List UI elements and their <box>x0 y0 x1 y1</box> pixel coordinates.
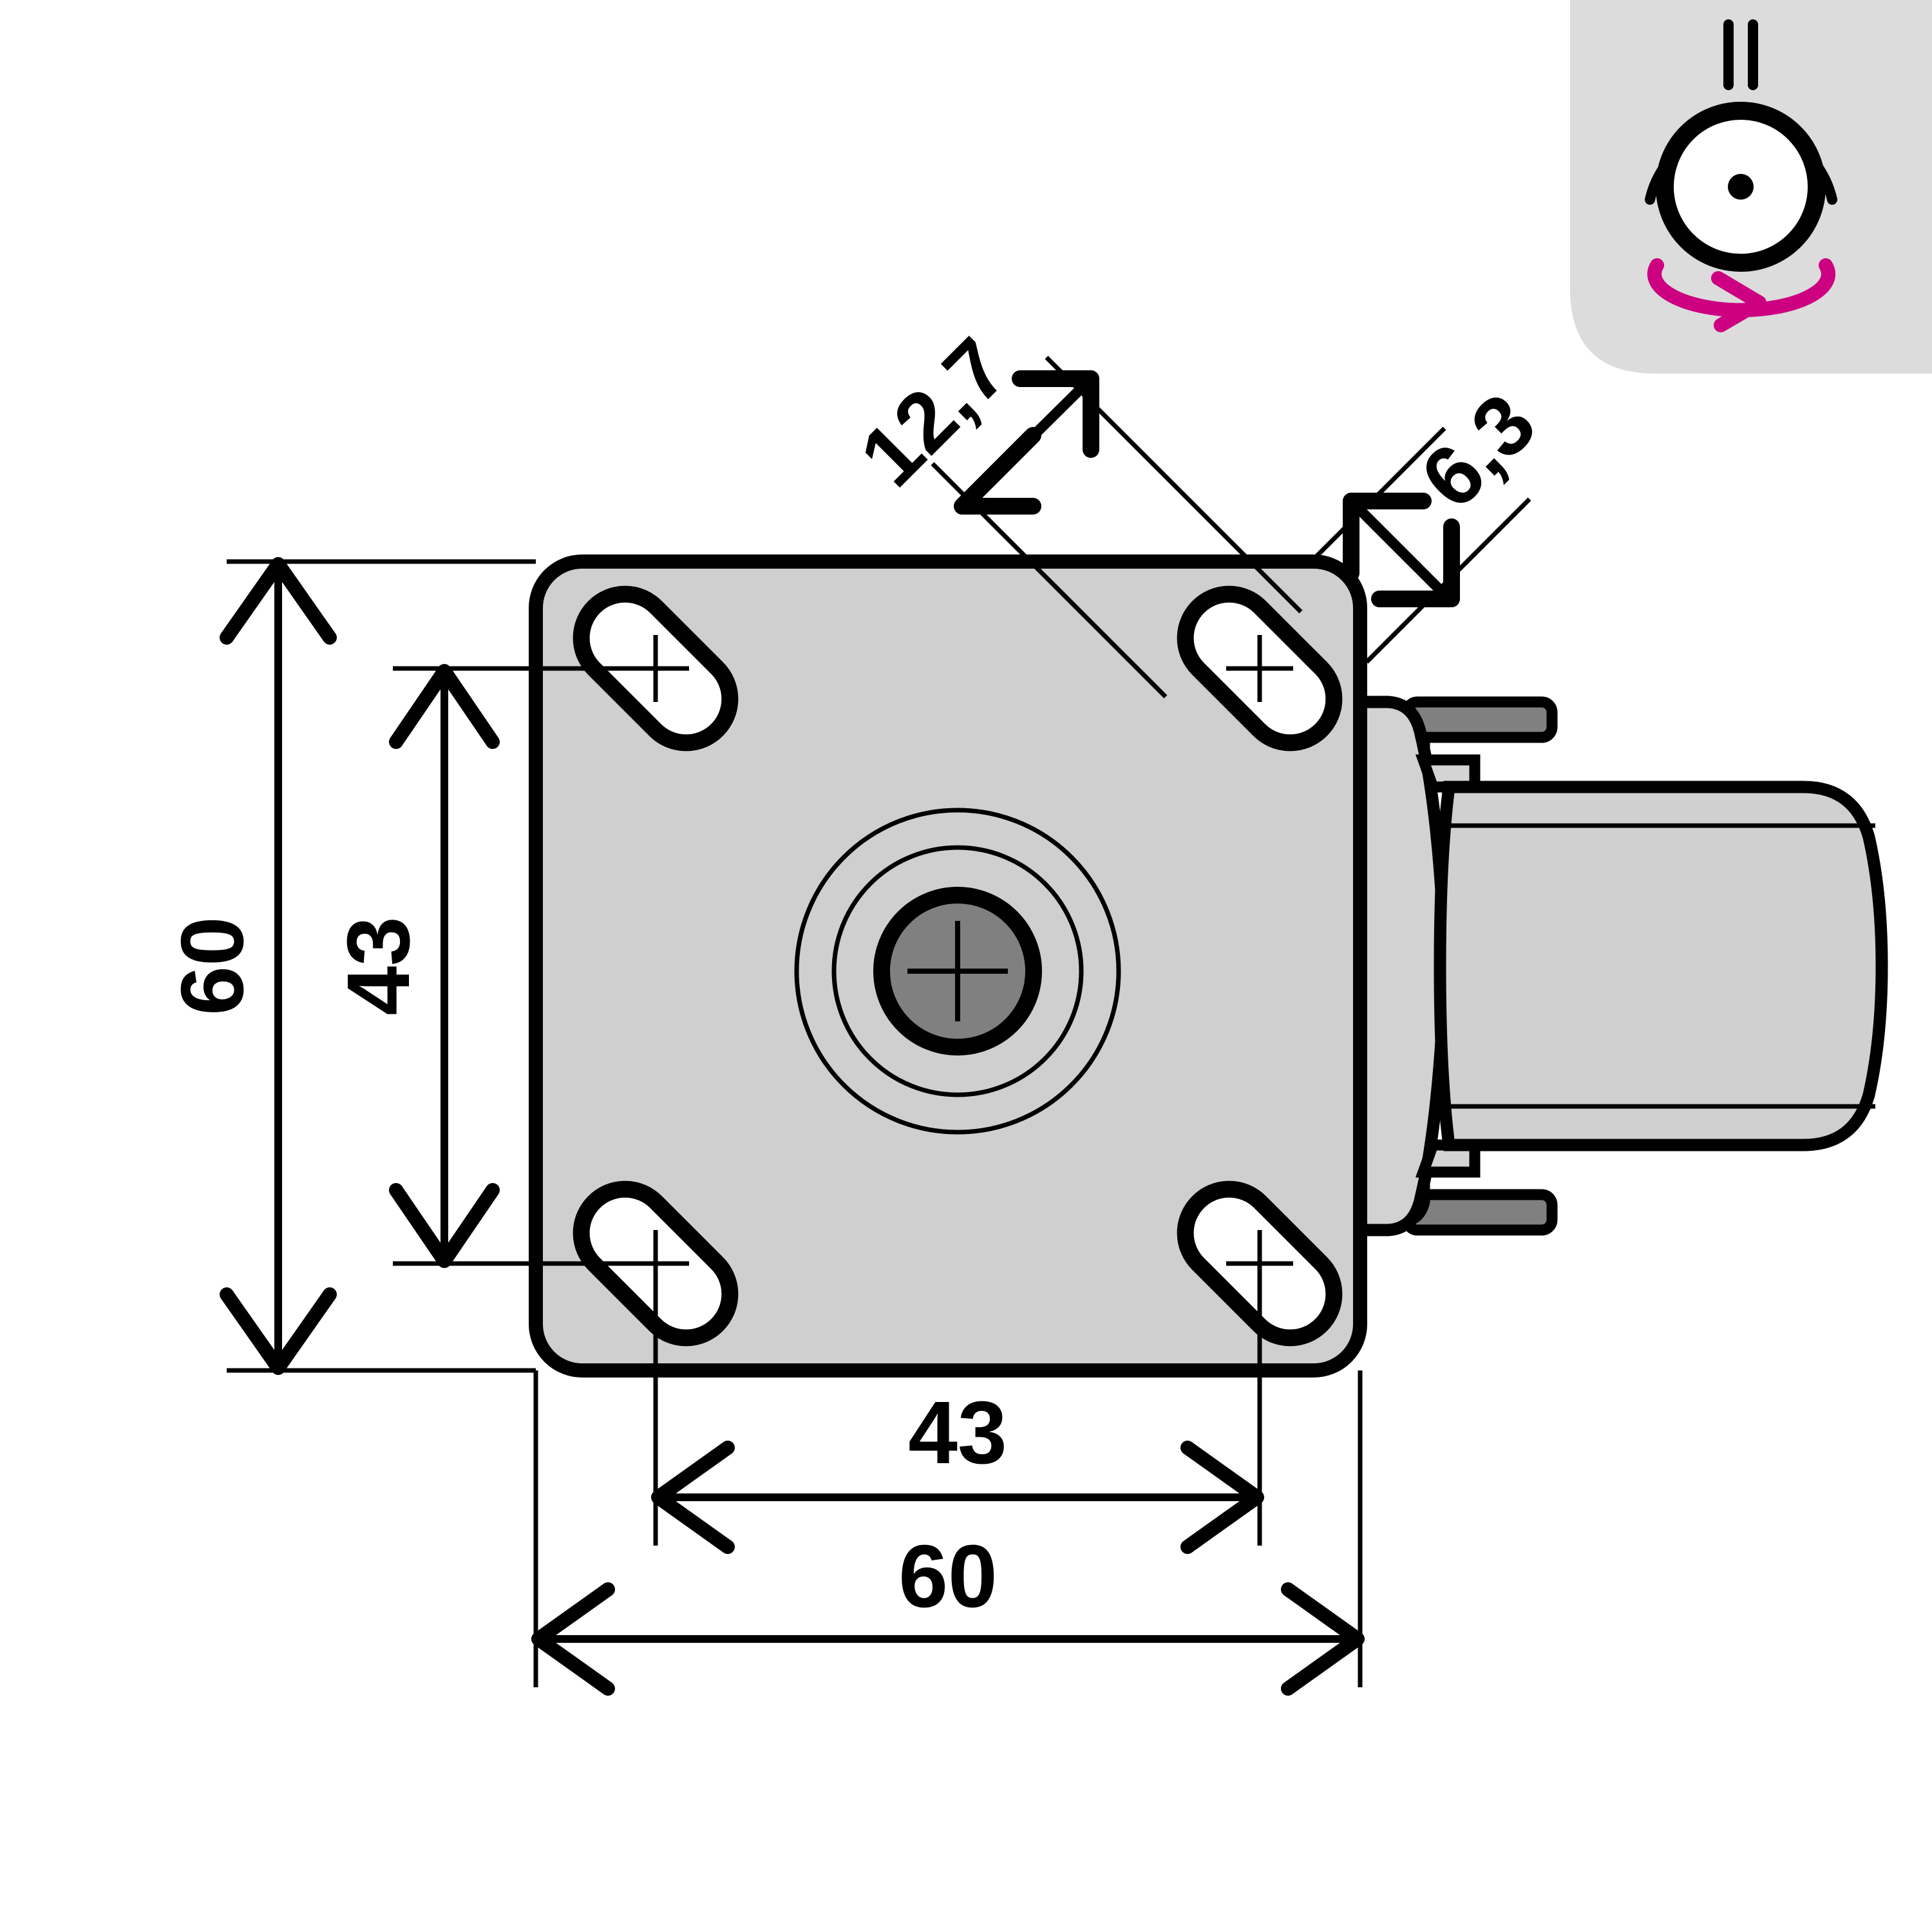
arrowhead-43h-left <box>651 1441 735 1554</box>
arrowhead-63-upper <box>1343 493 1432 582</box>
dim-label-hole-spacing-vertical: 43 <box>329 916 428 1016</box>
dim-line-63 <box>1350 500 1452 601</box>
dimension-plate-width: 60 <box>531 1527 1365 1696</box>
dimension-plate-height: 60 <box>163 557 337 1375</box>
arrowhead-63-lower <box>1371 518 1460 607</box>
dimension-hole-spacing-horizontal: 43 <box>651 1383 1264 1554</box>
caster-side-assembly <box>1340 696 1888 1236</box>
hub-outer-circle <box>794 808 1121 1135</box>
swivel-caster-icon-panel <box>1570 0 1932 374</box>
arrowhead-43v-bottom <box>389 1183 500 1268</box>
arrowhead-60h-left <box>531 1582 615 1696</box>
dim-label-plate-width: 60 <box>898 1527 998 1626</box>
hub-crosshair <box>907 921 1008 1021</box>
arrowhead-43h-right <box>1180 1441 1264 1554</box>
upper-bolt-pin <box>1401 696 1558 743</box>
arrowhead-127-lower <box>954 427 1041 515</box>
caster-top-plate <box>529 554 1367 1378</box>
rotation-arrow-head <box>1711 271 1766 332</box>
arrowhead-60h-right <box>1281 1582 1365 1696</box>
swivel-axle-dot <box>1728 174 1754 200</box>
arrowhead-60v-top <box>220 557 337 645</box>
dim-label-plate-height: 60 <box>163 916 262 1016</box>
dim-label-hole-spacing-horizontal: 43 <box>908 1383 1007 1482</box>
wheel-body <box>1434 781 1888 1151</box>
arrowhead-43v-top <box>389 664 500 749</box>
arrowhead-60v-bottom <box>220 1287 337 1375</box>
arrowhead-127-upper <box>1012 370 1099 458</box>
dimension-hole-spacing-vertical: 43 <box>329 664 500 1268</box>
hub-middle-circle <box>831 845 1084 1097</box>
